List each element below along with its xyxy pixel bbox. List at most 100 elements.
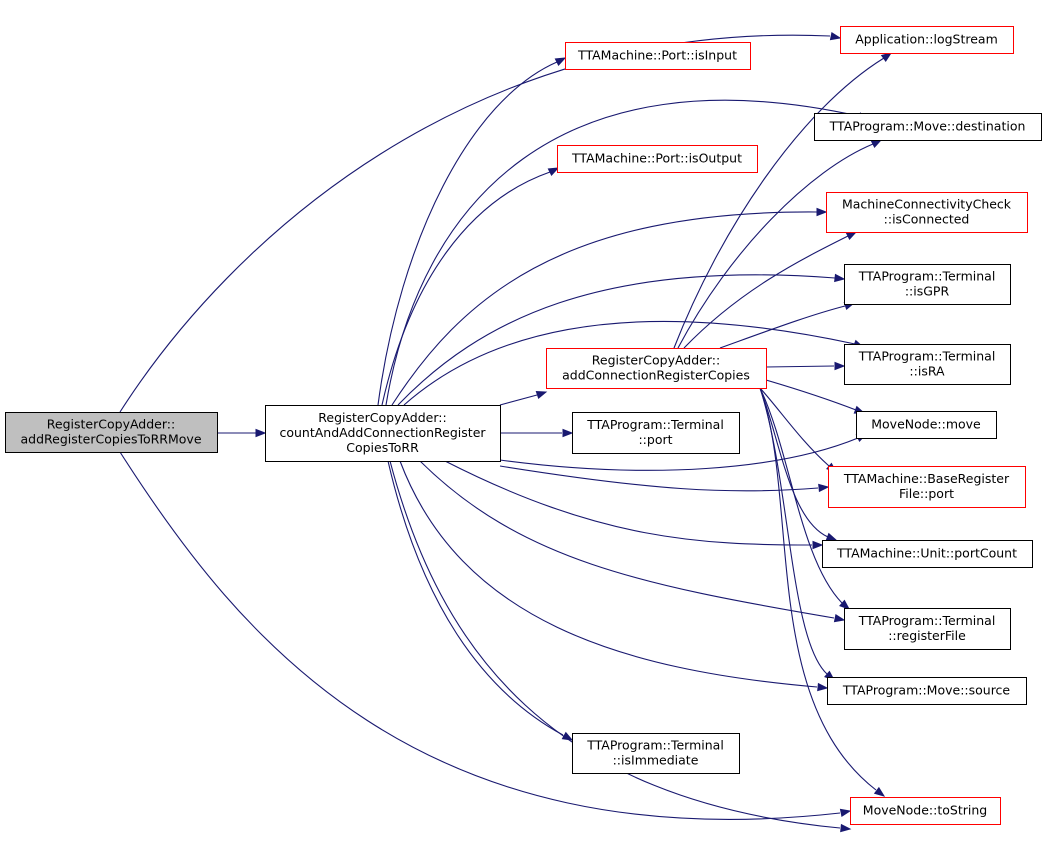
node-label: ::registerFile	[888, 628, 966, 643]
arrowhead-addconn-to-dest	[870, 139, 883, 149]
node-label: RegisterCopyAdder::	[592, 353, 720, 368]
node-label: TTAMachine::BaseRegister	[843, 471, 1010, 486]
node-box	[828, 466, 1026, 508]
arrowhead-count-to-isgpr	[834, 273, 846, 283]
edge-count-to-source	[399, 460, 818, 688]
edge-count-to-regfile	[419, 460, 835, 619]
node-regfile[interactable]: TTAProgram::Terminal::registerFile	[844, 608, 1011, 650]
arrowhead-addconn-to-isconn	[845, 231, 858, 241]
arrowhead-addconn-to-logstream	[880, 52, 893, 62]
edge-addconn-to-isconn	[683, 235, 849, 349]
node-label: TTAMachine::Unit::portCount	[836, 546, 1017, 561]
node-label: ::isImmediate	[613, 753, 699, 768]
node-box	[827, 677, 1027, 705]
nodes-layer: RegisterCopyAdder::addRegisterCopiesToRR…	[5, 26, 1042, 825]
node-label: TTAProgram::Terminal	[586, 417, 724, 432]
edge-addconn-to-source	[759, 387, 828, 675]
node-label: addConnectionRegisterCopies	[562, 368, 750, 383]
node-label: TTAProgram::Terminal	[858, 613, 996, 628]
node-box	[5, 412, 218, 453]
edge-count-to-mnmove	[499, 437, 859, 471]
node-label: TTAProgram::Terminal	[858, 269, 996, 284]
edge-addconn-to-mnmove	[765, 379, 857, 411]
node-label: ::isRA	[909, 364, 945, 379]
node-label: MachineConnectivityCheck	[842, 197, 1012, 212]
edge-addconn-to-portcount	[759, 387, 829, 538]
edge-count-to-isimm	[387, 460, 564, 736]
node-portcount[interactable]: TTAMachine::Unit::portCount	[822, 540, 1033, 568]
edge-count-to-isgpr	[397, 274, 836, 406]
node-logstream[interactable]: Application::logStream	[840, 26, 1014, 54]
arrowhead-root-to-count	[255, 428, 267, 438]
node-box	[265, 405, 501, 462]
edge-addconn-to-isgpr	[719, 305, 846, 349]
node-label: MoveNode::move	[871, 417, 981, 432]
node-isoutput[interactable]: TTAMachine::Port::isOutput	[557, 145, 758, 173]
edge-count-to-isconn	[391, 211, 818, 406]
arrowhead-count-to-isconn	[816, 207, 828, 217]
arrowhead-addconn-to-regfile	[839, 599, 851, 610]
node-addconn[interactable]: RegisterCopyAdder::addConnectionRegister…	[546, 348, 767, 389]
node-label: TTAMachine::Port::isOutput	[571, 151, 742, 166]
arrowhead-count-to-source	[817, 682, 829, 692]
node-box	[572, 412, 740, 454]
node-label: ::port	[638, 432, 672, 447]
arrowhead-count-to-portcount	[812, 540, 824, 550]
edge-count-to-tostring	[389, 460, 841, 829]
node-isconn[interactable]: MachineConnectivityCheck::isConnected	[826, 192, 1028, 233]
node-label: File::port	[899, 486, 954, 501]
node-label: countAndAddConnectionRegister	[279, 425, 486, 440]
node-label: TTAProgram::Move::source	[842, 683, 1011, 698]
node-box	[822, 540, 1033, 568]
arrowhead-addconn-to-portcount	[825, 532, 838, 541]
node-tostring[interactable]: MoveNode::toString	[850, 797, 1001, 825]
arrowhead-addconn-to-tostring	[873, 786, 886, 797]
node-label: RegisterCopyAdder::	[318, 410, 446, 425]
node-label: ::isGPR	[905, 284, 950, 299]
edge-addconn-to-dest	[677, 143, 874, 349]
edge-addconn-to-regfile	[759, 387, 843, 604]
node-label: ::isConnected	[884, 212, 970, 227]
node-root[interactable]: RegisterCopyAdder::addRegisterCopiesToRR…	[5, 412, 218, 453]
node-label: TTAProgram::Move::destination	[829, 119, 1026, 134]
node-count[interactable]: RegisterCopyAdder::countAndAddConnection…	[265, 405, 501, 462]
edge-count-to-portcount	[444, 460, 813, 546]
node-isinput[interactable]: TTAMachine::Port::isInput	[565, 42, 751, 70]
node-isgpr[interactable]: TTAProgram::Terminal::isGPR	[844, 264, 1011, 305]
node-label: RegisterCopyAdder::	[47, 417, 175, 432]
node-box	[814, 113, 1042, 141]
node-box	[844, 264, 1011, 305]
node-source[interactable]: TTAProgram::Move::source	[827, 677, 1027, 705]
node-box	[546, 348, 767, 389]
edge-root-to-tostring	[119, 451, 841, 820]
node-label: TTAProgram::Terminal	[858, 349, 996, 364]
arrowhead-count-to-isimm	[561, 731, 574, 741]
node-label: TTAMachine::Port::isInput	[577, 48, 737, 63]
arrowhead-count-to-isoutput	[547, 167, 560, 177]
edges-layer	[119, 31, 893, 833]
node-box	[844, 344, 1011, 385]
node-box	[565, 42, 751, 70]
node-box	[840, 26, 1014, 54]
node-box	[856, 411, 997, 439]
edge-count-to-brfport	[499, 465, 819, 492]
edge-count-to-dest	[385, 99, 859, 406]
node-box	[844, 608, 1011, 650]
node-isra[interactable]: TTAProgram::Terminal::isRA	[844, 344, 1011, 385]
node-box	[572, 733, 740, 774]
node-box	[850, 797, 1001, 825]
node-box	[557, 145, 758, 173]
arrowhead-count-to-tport	[562, 428, 574, 438]
edge-count-to-isra	[403, 320, 856, 406]
node-dest[interactable]: TTAProgram::Move::destination	[814, 113, 1042, 141]
arrowhead-count-to-addconn	[535, 390, 548, 400]
node-mnmove[interactable]: MoveNode::move	[856, 411, 997, 439]
edge-count-to-isoutput	[381, 171, 551, 406]
node-isimm[interactable]: TTAProgram::Terminal::isImmediate	[572, 733, 740, 774]
edge-addconn-to-brfport	[759, 387, 830, 467]
node-tport[interactable]: TTAProgram::Terminal::port	[572, 412, 740, 454]
arrowhead-count-to-tostring	[840, 823, 852, 833]
node-box	[826, 192, 1028, 233]
